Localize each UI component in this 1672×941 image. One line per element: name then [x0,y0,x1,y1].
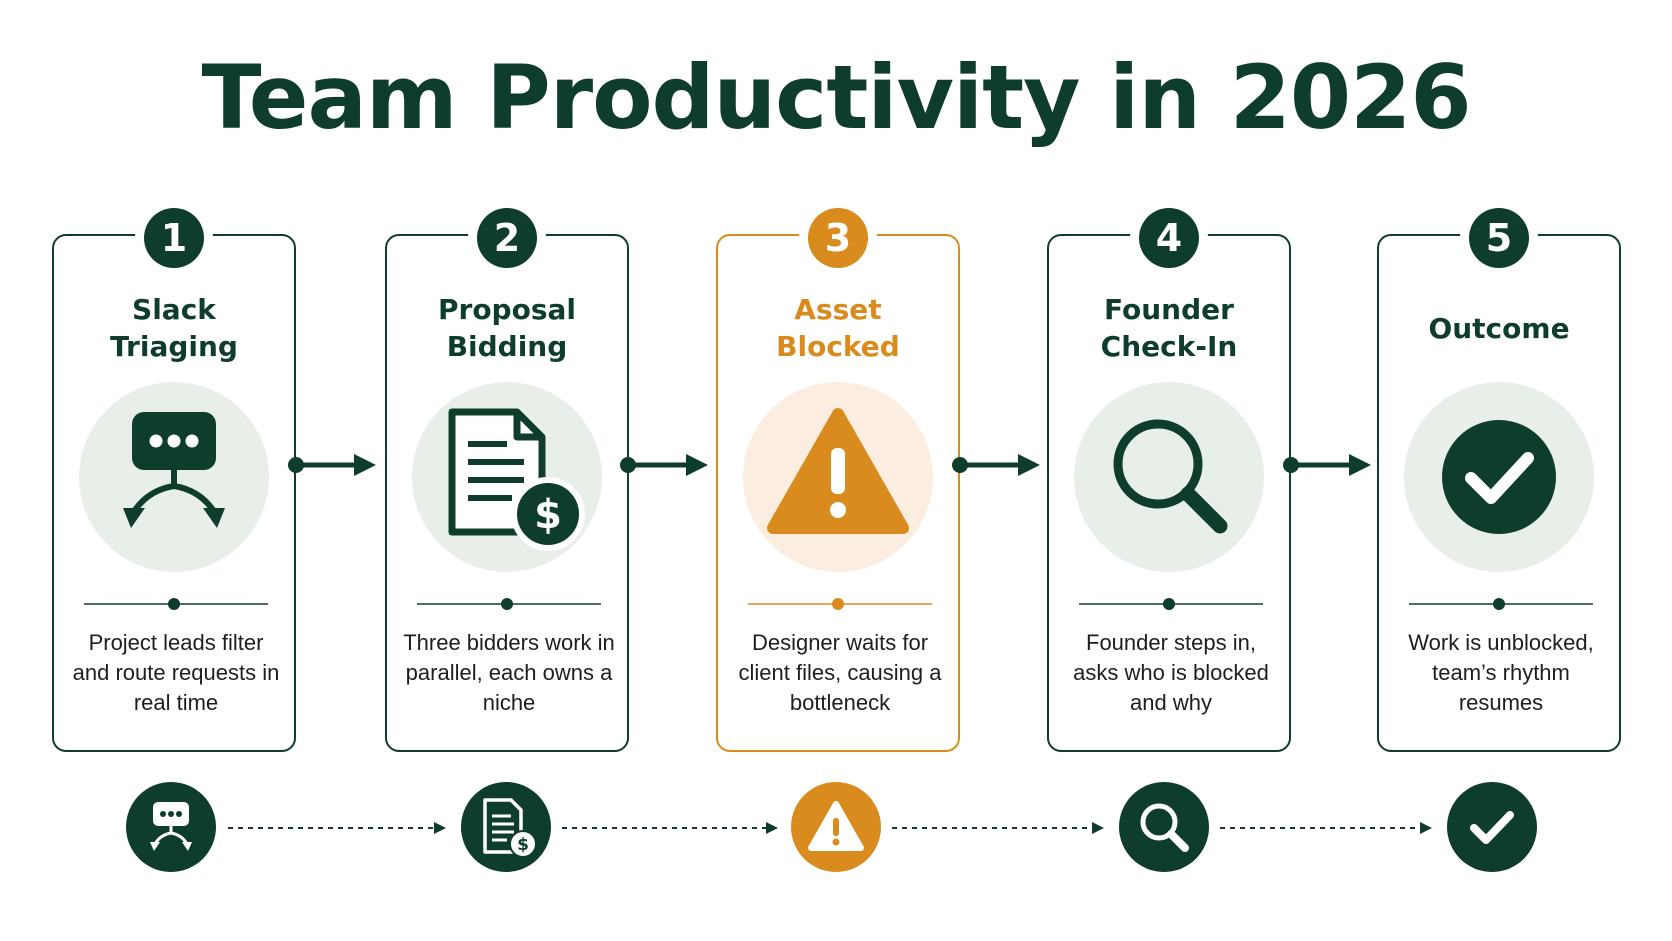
chat-route-icon-small [126,782,216,872]
svg-text:$: $ [534,492,562,538]
divider-dot [501,598,513,610]
document-dollar-icon-small: $ [461,782,551,872]
page-title: Team Productivity in 2026 [201,46,1471,149]
step-title: Proposal Bidding [437,293,576,363]
step-card-3: 3 Asset Blocked Designer waits for clien… [716,208,960,752]
divider-dot [168,598,180,610]
step-number-badge: 2 [477,208,537,268]
magnifier-icon [1074,382,1264,572]
step-description: Work is unblocked, team’s rhythm resumes [1408,630,1594,715]
step-number-badge: 3 [808,208,868,268]
arrow-right-icon [288,454,376,476]
divider-dot [1163,598,1175,610]
step-card-2: 2 Proposal Bidding $ Three bidders work … [385,208,629,752]
step-title: Slack Triaging [110,293,238,363]
step-card-1: 1 Slack Triaging Project leads filter an… [52,208,296,752]
arrow-right-icon [952,454,1040,476]
checkmark-icon-small [1447,782,1537,872]
dotted-arrow-icon [228,822,446,834]
step-title: Outcome [1428,311,1570,345]
step-number-badge: 5 [1469,208,1529,268]
step-description: Project leads filter and route requests … [72,630,280,715]
step-description: Founder steps in, asks who is blocked an… [1073,630,1269,715]
dotted-arrow-icon [562,822,778,834]
step-card-4: 4 Founder Check-In Founder steps in, ask… [1047,208,1291,752]
dotted-arrow-icon [892,822,1104,834]
chat-route-icon [79,382,269,572]
step-card-5: 5 Outcome Work is unblocked, team’s rhyt… [1377,208,1621,752]
checkmark-icon [1404,382,1594,572]
warning-icon-small [791,782,881,872]
divider-dot [1493,598,1505,610]
step-number-badge: 1 [144,208,204,268]
step-title: Asset Blocked [776,293,900,363]
svg-text:$: $ [517,835,529,855]
dotted-arrow-icon [1220,822,1432,834]
document-dollar-icon: $ [412,382,602,572]
step-title: Founder Check-In [1100,293,1238,363]
magnifier-icon-small [1119,782,1209,872]
arrow-right-icon [620,454,708,476]
step-description: Designer waits for client files, causing… [738,630,942,715]
divider-dot [832,598,844,610]
step-number-badge: 4 [1139,208,1199,268]
step-description: Three bidders work in parallel, each own… [403,630,615,715]
arrow-right-icon [1283,454,1371,476]
warning-icon [743,382,933,572]
